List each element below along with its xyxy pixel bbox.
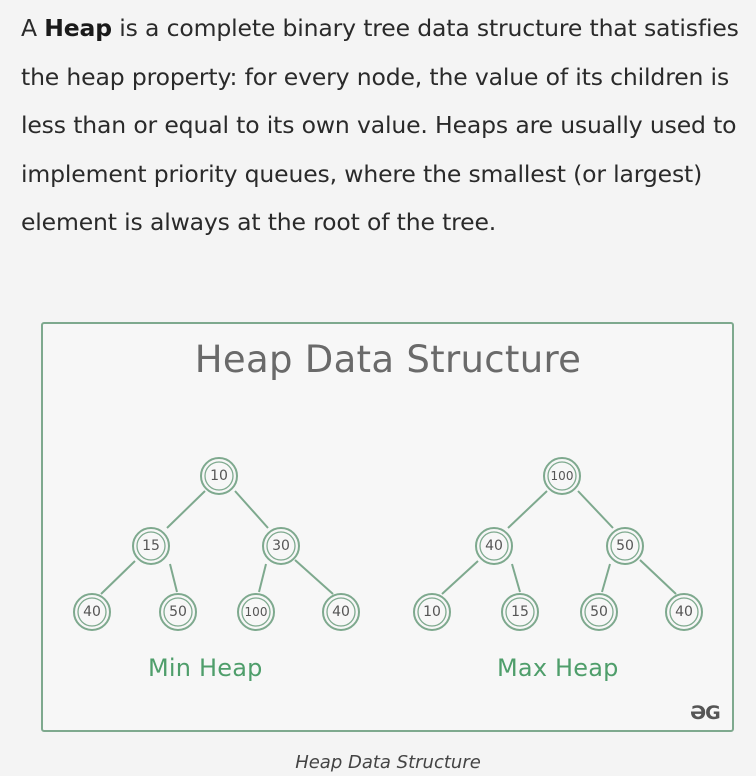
max-heap-node: 40 (475, 527, 513, 565)
min-heap-node: 50 (159, 593, 197, 631)
edge (169, 563, 178, 593)
min-heap-label: Min Heap (148, 654, 263, 682)
node-value: 10 (210, 468, 228, 484)
edge (601, 563, 611, 593)
edge (166, 490, 206, 529)
edge (639, 559, 677, 595)
node-value: 30 (272, 538, 290, 554)
max-heap-root-node: 100 (543, 457, 581, 495)
intro-part2: is a complete binary tree data structure… (21, 14, 739, 236)
node-value: 50 (169, 604, 187, 620)
max-heap-node: 40 (665, 593, 703, 631)
max-heap-node: 10 (413, 593, 451, 631)
node-value: 40 (83, 604, 101, 620)
node-value: 50 (590, 604, 608, 620)
figure-frame (41, 322, 734, 732)
node-value: 40 (675, 604, 693, 620)
edge (258, 563, 267, 593)
min-heap-node: 100 (237, 593, 275, 631)
max-heap-node: 15 (501, 593, 539, 631)
edge (294, 559, 334, 595)
node-value: 100 (245, 605, 268, 619)
edge (100, 560, 136, 595)
node-value: 15 (511, 604, 529, 620)
intro-paragraph: A Heap is a complete binary tree data st… (21, 4, 751, 247)
node-value: 40 (332, 604, 350, 620)
min-heap-node: 40 (73, 593, 111, 631)
figure-title: Heap Data Structure (194, 338, 582, 381)
edge (577, 490, 614, 529)
max-heap-node: 50 (606, 527, 644, 565)
edge (511, 563, 521, 593)
intro-term-heap: Heap (44, 14, 112, 42)
min-heap-node: 15 (132, 527, 170, 565)
edge (507, 490, 548, 529)
node-value: 15 (142, 538, 160, 554)
figure-caption: Heap Data Structure (295, 752, 481, 773)
node-value: 100 (551, 469, 574, 483)
max-heap-node: 50 (580, 593, 618, 631)
max-heap-label: Max Heap (497, 654, 619, 682)
edge (441, 560, 479, 595)
edge (234, 490, 269, 529)
gfg-logo-icon: ƏG (690, 702, 721, 724)
min-heap-root-node: 10 (200, 457, 238, 495)
min-heap-node: 40 (322, 593, 360, 631)
min-heap-node: 30 (262, 527, 300, 565)
node-value: 50 (616, 538, 634, 554)
node-value: 40 (485, 538, 503, 554)
intro-part1: A (21, 14, 45, 42)
node-value: 10 (423, 604, 441, 620)
